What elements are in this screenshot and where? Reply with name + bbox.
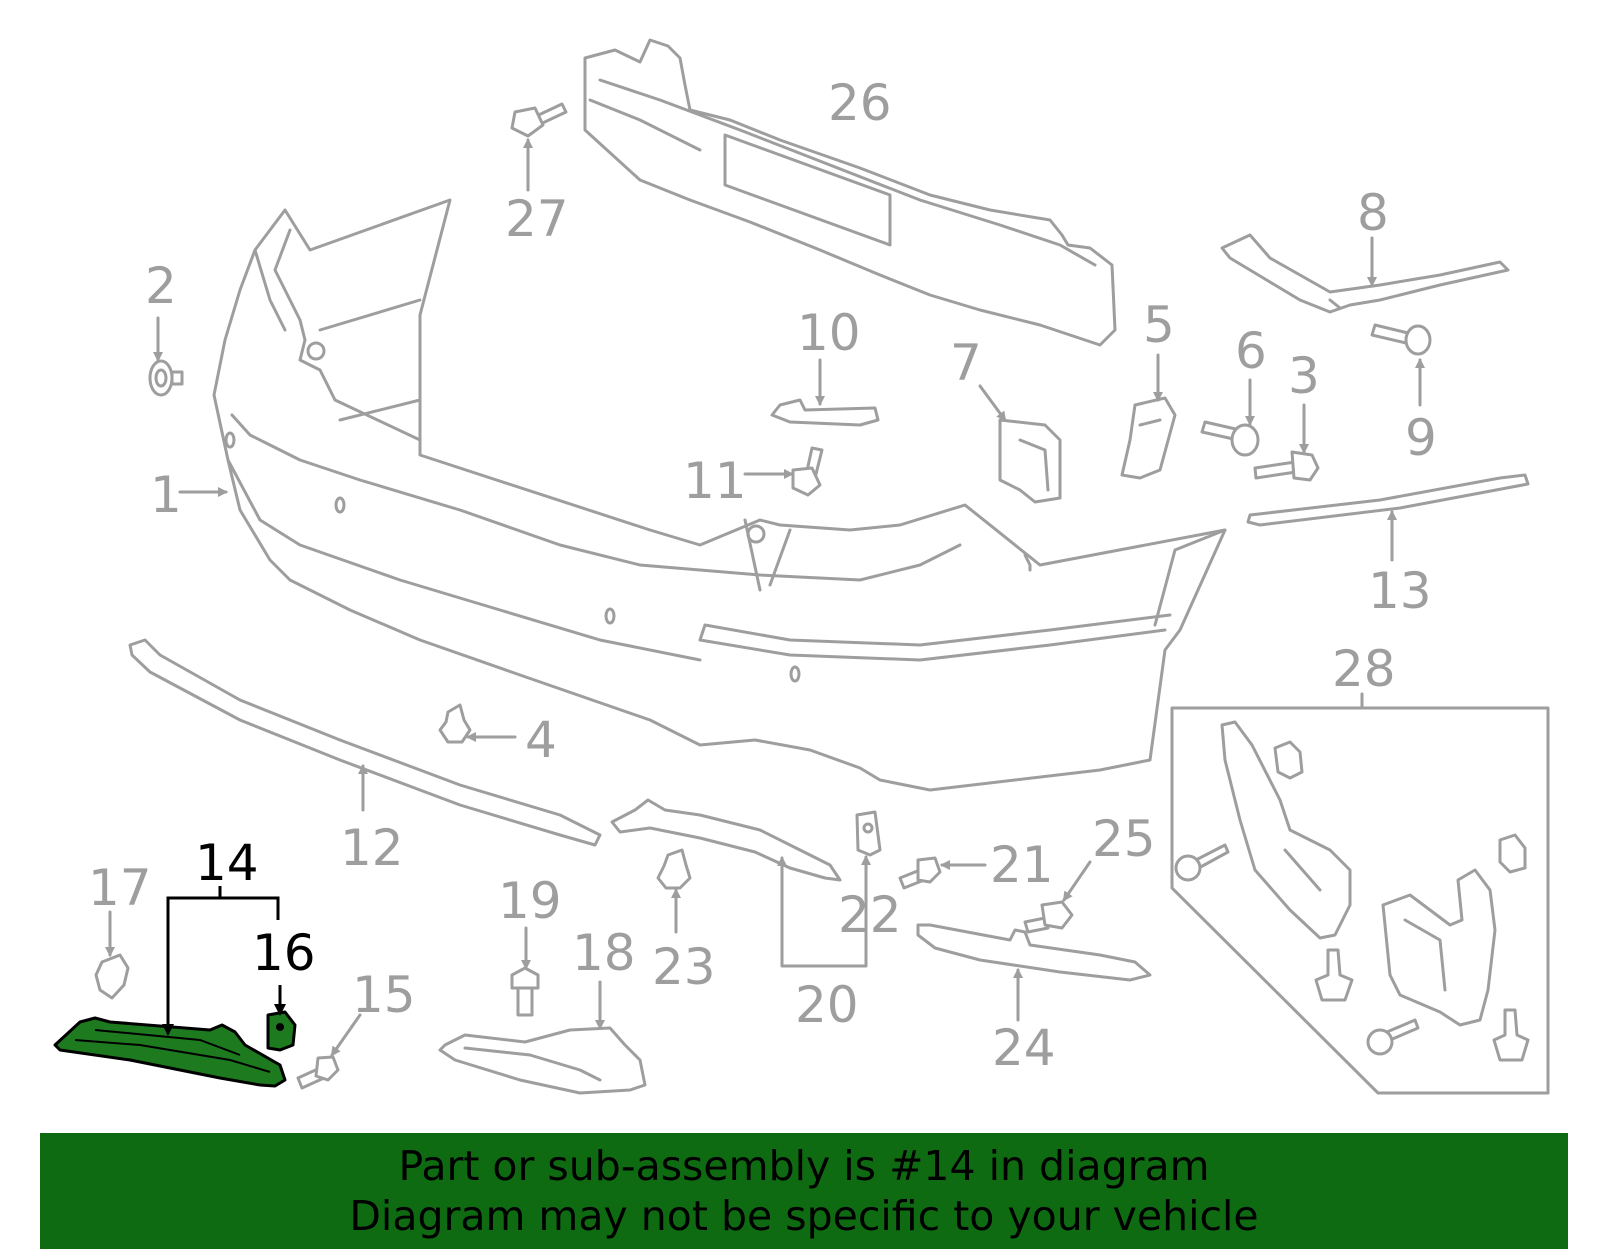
callout-17: 17: [88, 859, 152, 917]
part-7-bracket: [978, 384, 1062, 504]
callout-7: 7: [950, 334, 982, 392]
callout-27: 27: [505, 190, 569, 248]
part-14-callout-bracket: [162, 886, 286, 1036]
callout-26: 26: [828, 74, 892, 132]
callout-8: 8: [1357, 184, 1389, 242]
part-8-bracket: [1220, 233, 1510, 314]
part-26-reinforcement-beam: [583, 38, 1117, 347]
callout-12: 12: [340, 819, 404, 877]
callout-19: 19: [498, 872, 562, 930]
part-20-bracket: [610, 798, 868, 968]
part-23-clip: [656, 848, 692, 934]
part-10-bracket: [770, 358, 880, 427]
callout-22: 22: [838, 886, 902, 944]
part-15-bolt: [296, 1013, 362, 1090]
callout-9: 9: [1405, 409, 1437, 467]
part-17-clip: [94, 910, 130, 1000]
callout-24: 24: [992, 1019, 1056, 1077]
callout-3: 3: [1288, 347, 1320, 405]
banner-line-1: Part or sub-assembly is #14 in diagram: [398, 1142, 1210, 1190]
part-14-highlighted-garnish: [53, 1016, 287, 1088]
part-4-clip: [438, 703, 517, 744]
part-19-bolt: [510, 926, 540, 1017]
callout-21: 21: [990, 836, 1054, 894]
part-1-bumper-cover: [178, 198, 1227, 792]
callout-4: 4: [525, 711, 557, 769]
info-banner: Part or sub-assembly is #14 in diagram D…: [40, 1133, 1568, 1249]
part-24-lower-trim: [916, 923, 1152, 1022]
part-5-bracket: [1120, 353, 1177, 480]
callout-16: 16: [252, 924, 316, 982]
callout-13: 13: [1368, 562, 1432, 620]
callout-28: 28: [1332, 640, 1396, 698]
part-16-highlighted-bracket: [266, 1010, 297, 1052]
callout-23: 23: [652, 938, 716, 996]
callout-2: 2: [145, 257, 177, 315]
callout-1: 1: [150, 466, 182, 524]
part-21-bolt: [898, 856, 987, 890]
callout-15: 15: [352, 966, 416, 1024]
callout-14: 14: [195, 834, 259, 892]
callout-18: 18: [572, 924, 636, 982]
callout-10: 10: [797, 304, 861, 362]
part-18-reflector-housing: [438, 980, 647, 1095]
banner-line-2: Diagram may not be specific to your vehi…: [349, 1192, 1259, 1240]
callout-5: 5: [1143, 296, 1175, 354]
part-2-push-pin: [148, 316, 184, 397]
part-13-side-strip: [1246, 473, 1530, 562]
part-25-bolt: [1023, 860, 1092, 934]
part-6-screw: [1200, 378, 1260, 457]
part-9-screw: [1370, 323, 1432, 407]
part-11-bolt: [743, 446, 824, 497]
part-22-clip: [855, 810, 882, 882]
callout-6: 6: [1235, 322, 1267, 380]
callout-11: 11: [683, 452, 747, 510]
part-27-bolt: [510, 102, 568, 192]
callout-20: 20: [795, 976, 859, 1034]
part-28-mudflap-kit: [1170, 692, 1550, 1095]
callout-25: 25: [1092, 810, 1156, 868]
part-12-lower-strip: [128, 638, 602, 847]
part-3-bolt: [1253, 403, 1320, 482]
